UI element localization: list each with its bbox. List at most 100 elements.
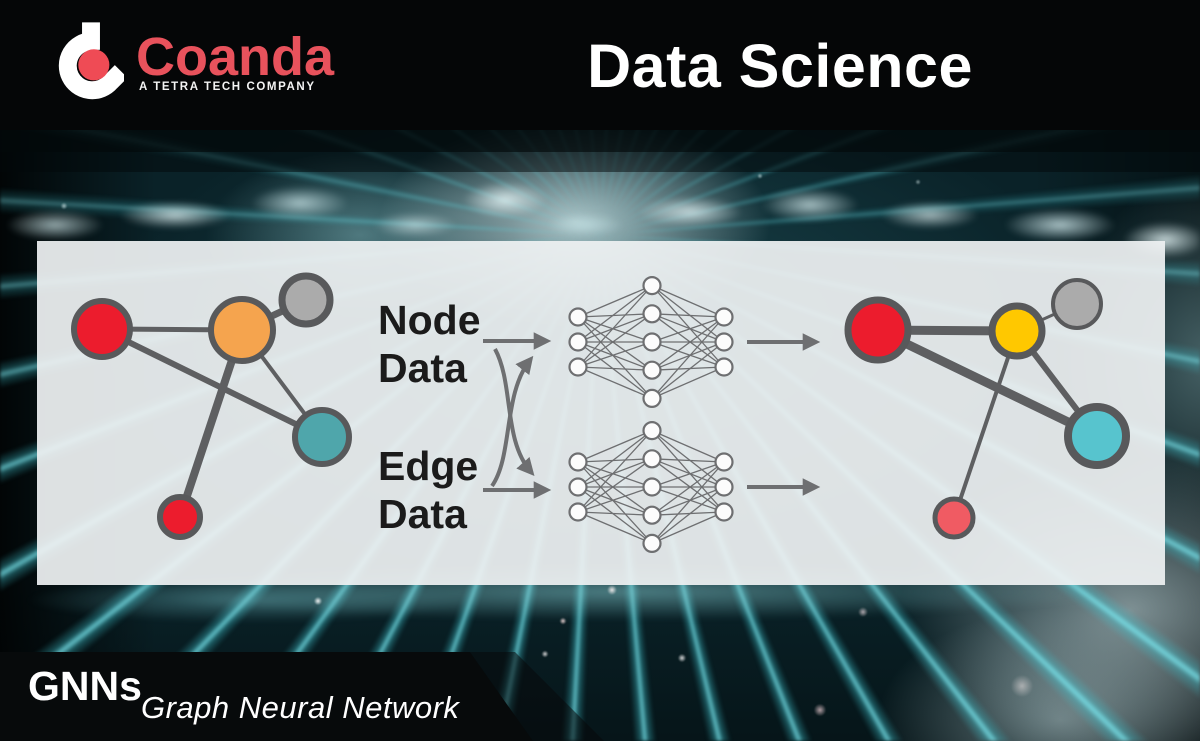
node-data-network-neuron	[642, 360, 662, 380]
edge-data-network-neuron	[642, 505, 662, 525]
edge-data-network-connection	[577, 511, 653, 516]
node-data-network-neuron	[642, 276, 662, 296]
edge-data-network-connection	[577, 486, 653, 516]
output-graph	[844, 278, 1130, 540]
edge-data-network-neuron	[714, 452, 734, 472]
node-data-network-connection	[577, 285, 653, 318]
node-data-network	[568, 276, 734, 408]
node-data-network-connection	[651, 341, 725, 368]
edge-data-network-connection	[577, 486, 653, 513]
edge-data-network-connection	[577, 430, 653, 488]
input-graph-node-teal	[292, 407, 352, 467]
input-graph	[71, 272, 352, 540]
edge-data-network-connection	[651, 511, 725, 544]
output-graph-node-yellow	[988, 302, 1046, 360]
header-fade-band-2	[0, 152, 1200, 172]
node-data-network-connection	[651, 313, 725, 368]
edge-data-network-connection	[577, 461, 653, 516]
edge-data-network-connection	[577, 511, 653, 544]
edge-data-network-connection	[651, 458, 725, 463]
edge-data-network-connection	[651, 461, 725, 488]
node-data-network-connection	[651, 285, 725, 343]
node-data-network-neuron	[714, 307, 734, 327]
edge-data-network-connection	[651, 430, 725, 488]
coanda-logo-icon	[58, 22, 128, 100]
node-data-network-connection	[577, 285, 653, 368]
edge-to-node-crossover-arrow	[490, 355, 534, 488]
output-graph-edge	[952, 330, 1019, 519]
edge-data-network-connection	[651, 486, 725, 516]
edge-data-label: Edge Data	[378, 442, 478, 538]
output-graph-node-gray	[1051, 278, 1103, 330]
node-data-network-connection	[651, 313, 725, 343]
header-fade-band-1	[0, 130, 1200, 152]
input-graph-node-gray	[278, 272, 334, 328]
edge-data-network-neuron	[714, 477, 734, 497]
node-data-network-neuron	[714, 357, 734, 377]
node-data-network-connection	[577, 366, 653, 399]
footer-banner-shape	[0, 652, 533, 741]
edge-data-network-neuron	[642, 533, 662, 554]
page-title: Data Science	[587, 32, 973, 100]
edge-data-network-connection	[651, 461, 725, 516]
edge-data-network-connection	[577, 458, 653, 463]
edge-data-network-connection	[651, 430, 725, 513]
edge-data-network-neuron	[642, 421, 662, 441]
node-data-network-connection	[577, 313, 653, 343]
edge-data-network-neuron	[568, 502, 588, 522]
node-data-network-connection	[577, 341, 653, 368]
node-data-network-connection	[577, 316, 653, 399]
edge-data-network-connection	[651, 461, 725, 544]
input-graph-node-red-small	[157, 494, 203, 540]
node-data-line2: Data	[378, 345, 467, 391]
node-data-network-connection	[651, 316, 725, 399]
edge-data-network-connection	[651, 511, 725, 516]
edge-data-network-neuron	[642, 477, 662, 497]
gnns-subtitle: Graph Neural Network	[141, 690, 460, 725]
node-data-network-connection	[651, 366, 725, 371]
input-graph-edge	[100, 326, 324, 440]
node-data-network-neuron	[714, 332, 734, 352]
edge-data-line2: Data	[378, 491, 467, 537]
node-data-network-neuron	[642, 332, 662, 352]
node-data-network-connection	[577, 341, 653, 399]
output-graph-edge	[876, 325, 1099, 441]
edge-data-network-connection	[577, 430, 653, 463]
edge-data-network-connection	[577, 458, 653, 513]
node-data-network-connection	[651, 285, 725, 368]
node-data-network-connection	[651, 316, 725, 343]
node-data-network-connection	[577, 316, 653, 371]
brand-tagline: A TETRA TECH COMPANY	[139, 81, 316, 93]
node-data-network-connection	[651, 316, 725, 371]
footer-banner-shadow	[470, 652, 604, 741]
edge-data-network-connection	[577, 461, 653, 488]
edge-data-network-neuron	[568, 477, 588, 497]
node-data-network-neuron	[568, 307, 588, 327]
edge-data-network-neuron	[714, 502, 734, 522]
node-data-network-connection	[651, 341, 725, 399]
node-data-network-connection	[577, 285, 653, 343]
node-data-network-connection	[577, 366, 653, 371]
brand-name: Coanda	[136, 27, 335, 87]
footer-banner	[0, 652, 604, 741]
node-data-network-connection	[651, 313, 725, 318]
edge-data-network-connection	[651, 486, 725, 513]
edge-data-network-neuron	[568, 452, 588, 472]
node-data-network-neuron	[642, 388, 662, 408]
edge-data-network-connection	[577, 486, 653, 544]
content-panel	[37, 241, 1165, 585]
edge-data-network	[568, 421, 734, 554]
node-data-network-neuron	[642, 304, 662, 324]
node-data-network-connection	[651, 366, 725, 399]
node-data-network-connection	[651, 341, 725, 371]
node-data-network-neuron	[568, 332, 588, 352]
gnns-acronym: GNNs	[28, 663, 142, 709]
node-data-network-connection	[577, 313, 653, 368]
edge-data-network-connection	[651, 458, 725, 513]
edge-data-network-connection	[651, 458, 725, 488]
brand-logo	[58, 14, 128, 115]
edge-data-network-neuron	[642, 449, 662, 469]
node-data-network-neuron	[568, 357, 588, 377]
